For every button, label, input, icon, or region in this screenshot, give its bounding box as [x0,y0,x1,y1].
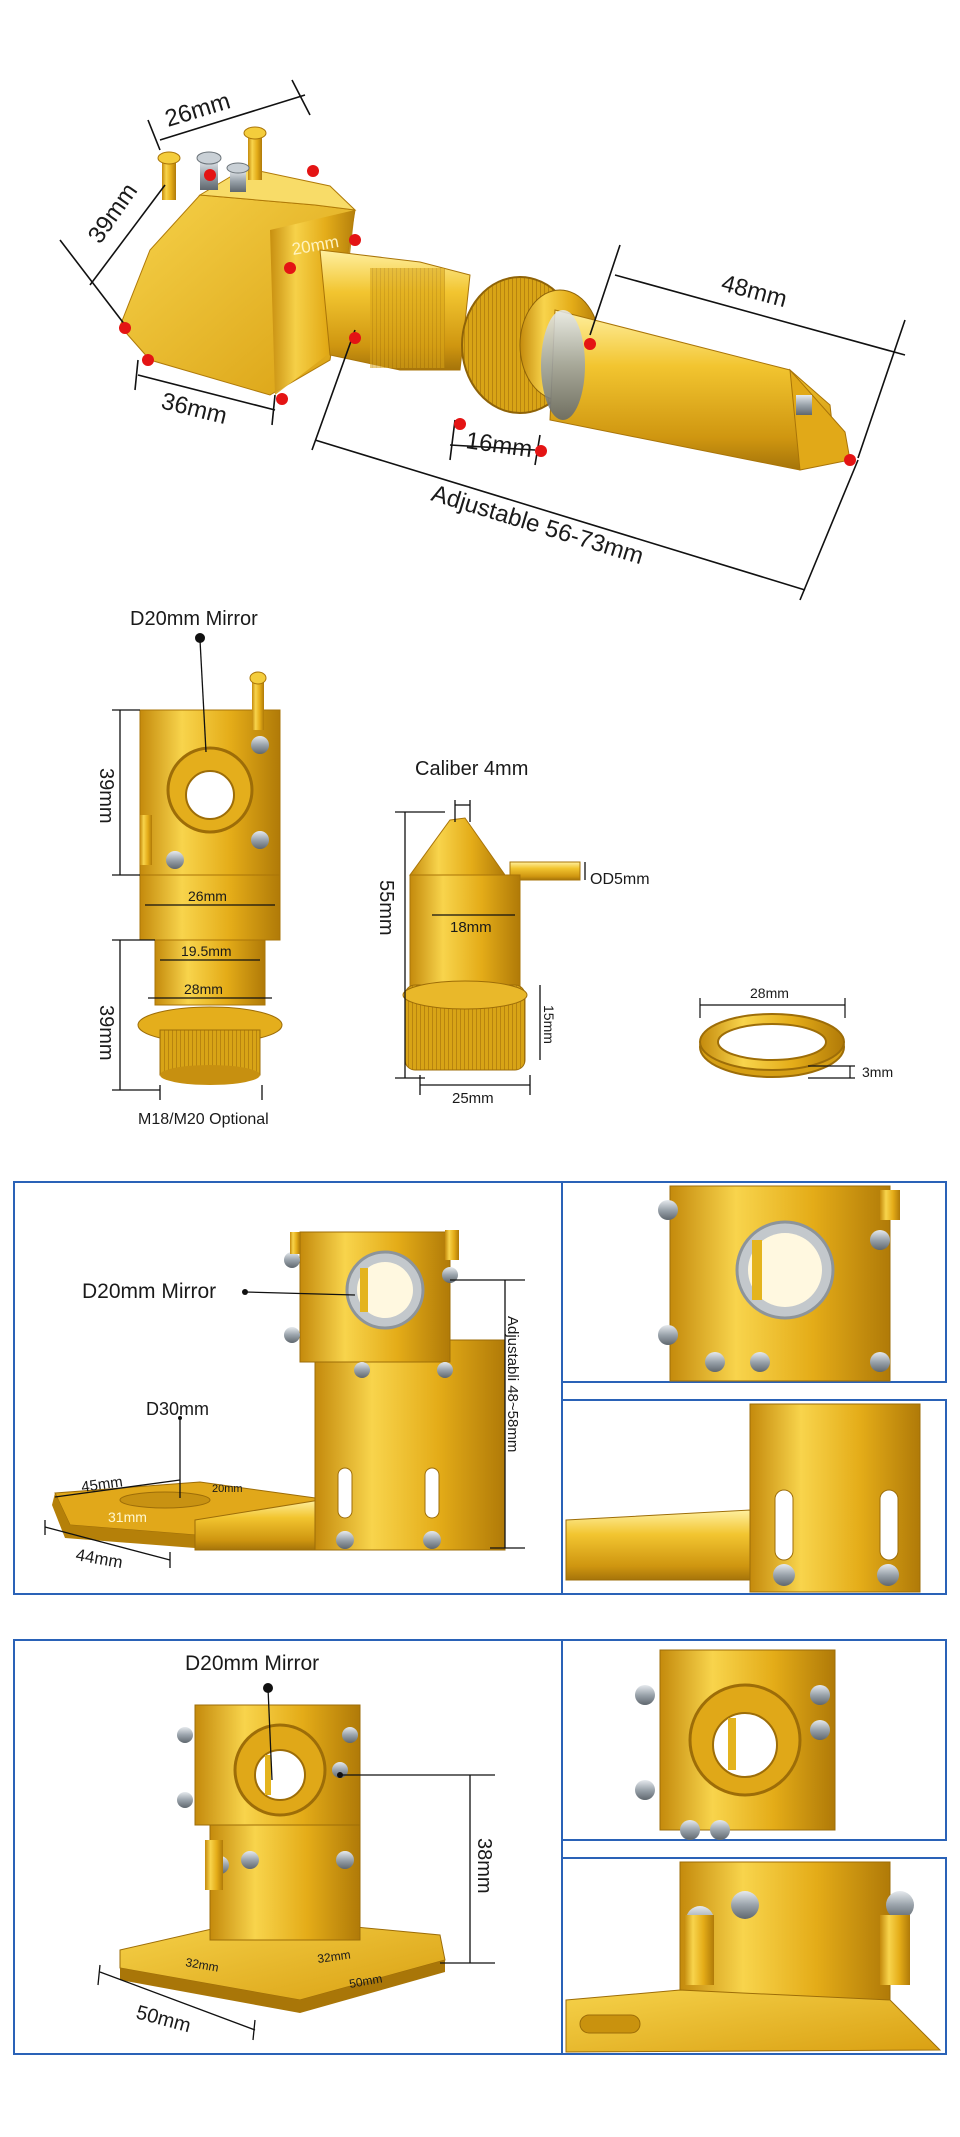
mount-width: 26mm [188,888,227,904]
slot-b: 32mm [316,1947,351,1966]
nozzle-drawing: Caliber 4mm 55mm OD5mm 18mm 15mm 25mm [375,758,650,1107]
dim-nut: 16mm [464,427,534,463]
l-bracket-detail-top [561,1639,947,1841]
tube-outer: 28mm [184,981,223,997]
mirror-label: D20mm Mirror [185,1652,319,1675]
mount-height-top: 39mm [95,768,117,824]
nozzle-base-height: 15mm [541,1005,557,1044]
mount-height-bottom: 39mm [95,1005,117,1061]
bracket-detail-top [561,1181,947,1383]
height-label: 38mm [473,1838,495,1894]
mirror-mount-drawing: D20mm Mirror 39mm 26mm 19.5mm 28mm 39mm … [95,608,283,1128]
dim-width-bottom: 36mm [159,388,230,430]
assembled-laser-head: 26mm 39mm 20mm 36mm 48mm 16mm Adjustable… [59,79,906,601]
slot-inner: 31mm [108,1509,147,1525]
caliber-label: Caliber 4mm [415,758,528,780]
measurement-point-markers [119,165,856,466]
ring-thickness: 3mm [862,1064,893,1080]
dim-height-left: 39mm [83,178,143,248]
bracket-detail-bottom [561,1399,947,1595]
thread-note: M18/M20 Optional [138,1111,269,1128]
slot-a: 32mm [184,1955,219,1975]
mirror-label: D20mm Mirror [130,608,258,630]
lock-ring-drawing: 28mm 3mm [699,985,893,1080]
nozzle-height: 55mm [375,880,397,936]
base-length: 45mm [80,1473,124,1496]
nozzle-body: 18mm [450,919,492,936]
tube-inner: 19.5mm [181,943,232,959]
ring-diameter: 28mm [750,985,789,1001]
l-bracket-detail-bottom [561,1857,947,2055]
l-bracket-section: D20mm Mirror 38mm 50mm 32mm 32mm 50mm [13,1639,563,2055]
dim-adjustable: Adjustable 56-73mm [428,480,646,570]
bracket-mount-section: D20mm Mirror D30mm Adjustabli 48~58mm 45… [13,1181,563,1595]
nozzle-od: OD5mm [590,871,650,888]
mirror-label: D20mm Mirror [82,1280,216,1303]
nozzle-base-width: 25mm [452,1090,494,1107]
slot-c: 50mm [348,1971,383,1991]
slot-offset: 20mm [212,1483,243,1495]
component-dimension-drawings: D20mm Mirror 39mm 26mm 19.5mm 28mm 39mm … [95,608,893,1128]
lens-label: D30mm [146,1399,209,1419]
adjustable-label: Adjustabli 48~58mm [504,1316,521,1452]
dim-width-top: 26mm [162,87,234,132]
